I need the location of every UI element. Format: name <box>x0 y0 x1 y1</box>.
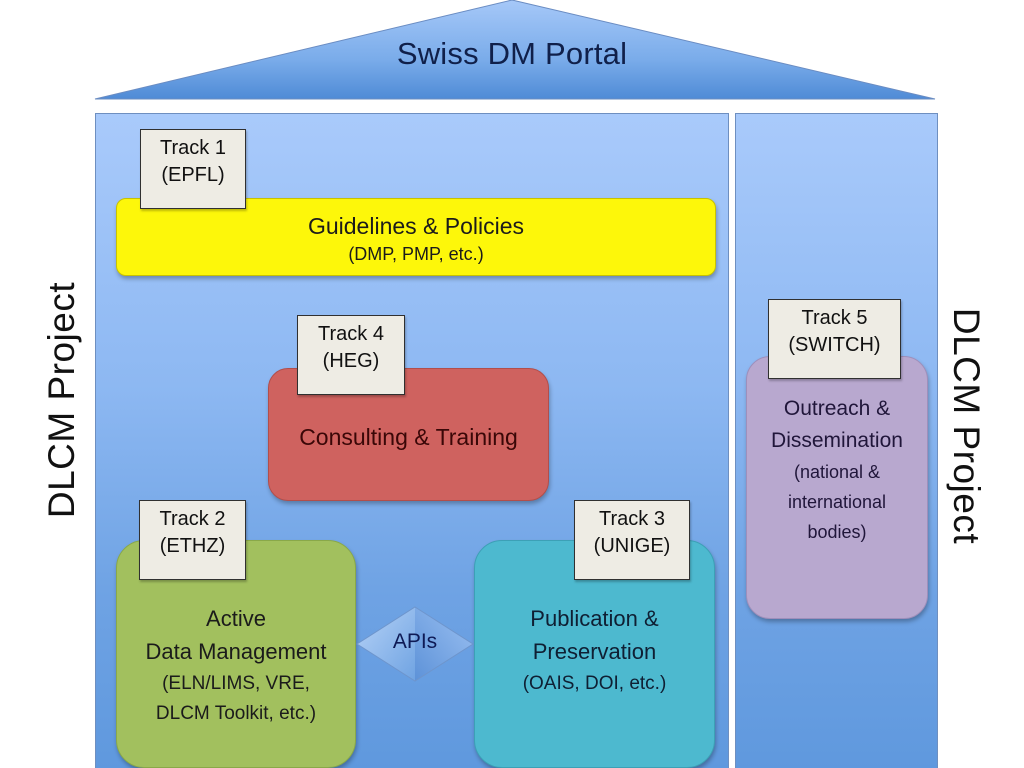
portal-title: Swiss DM Portal <box>396 36 628 71</box>
roof-triangle <box>94 0 936 100</box>
track-2-tag: Track 2 (ETHZ) <box>139 500 246 580</box>
portal-roof <box>94 0 936 100</box>
track-5-tag: Track 5 (SWITCH) <box>768 299 901 379</box>
outreach-dissemination-box: Outreach & Dissemination (national & int… <box>746 356 928 619</box>
box-detail-line-3: bodies) <box>807 522 867 542</box>
apis-diamond <box>356 606 474 682</box>
track-number: Track 2 <box>159 508 226 530</box>
track-institution: (EPFL) <box>161 164 225 186</box>
track-institution: (UNIGE) <box>593 535 671 557</box>
track-3-tag: Track 3 (UNIGE) <box>574 500 690 580</box>
box-detail-line-2: international <box>787 492 887 512</box>
track-institution: (HEG) <box>322 350 380 372</box>
track-1-tag: Track 1 (EPFL) <box>140 129 246 209</box>
track-4-tag: Track 4 (HEG) <box>297 315 405 395</box>
track-number: Track 4 <box>318 323 384 345</box>
guidelines-policies-box: Guidelines & Policies (DMP, PMP, etc.) <box>116 198 716 276</box>
diamond-outline <box>356 606 474 682</box>
box-title-line-2: Dissemination <box>771 429 903 452</box>
diamond-left-half <box>357 607 415 681</box>
right-project-label: DLCM Project <box>946 307 987 545</box>
track-institution: (ETHZ) <box>159 535 226 557</box>
track-number: Track 3 <box>599 508 665 530</box>
track-institution: (SWITCH) <box>788 334 881 356</box>
box-title-line-1: Active <box>206 606 266 631</box>
box-detail-line: (OAIS, DOI, etc.) <box>522 673 667 694</box>
box-title-line-2: Data Management <box>145 639 327 664</box>
box-title: Guidelines & Policies <box>307 213 525 239</box>
left-project-label: DLCM Project <box>41 281 82 519</box>
box-subtitle: (DMP, PMP, etc.) <box>348 244 484 264</box>
apis-label: APIs <box>392 630 438 653</box>
diamond-right-half <box>415 607 473 681</box>
box-detail-line-1: (national & <box>793 462 881 482</box>
track-number: Track 5 <box>801 307 868 329</box>
box-title: Consulting & Training <box>299 424 518 450</box>
track-number: Track 1 <box>160 137 226 159</box>
box-title-line-2: Preservation <box>532 639 657 664</box>
box-title-line-1: Publication & <box>530 606 659 631</box>
box-title-line-1: Outreach & <box>783 397 891 420</box>
box-detail-line-1: (ELN/LIMS, VRE, <box>162 673 310 694</box>
box-detail-line-2: DLCM Toolkit, etc.) <box>155 703 317 724</box>
